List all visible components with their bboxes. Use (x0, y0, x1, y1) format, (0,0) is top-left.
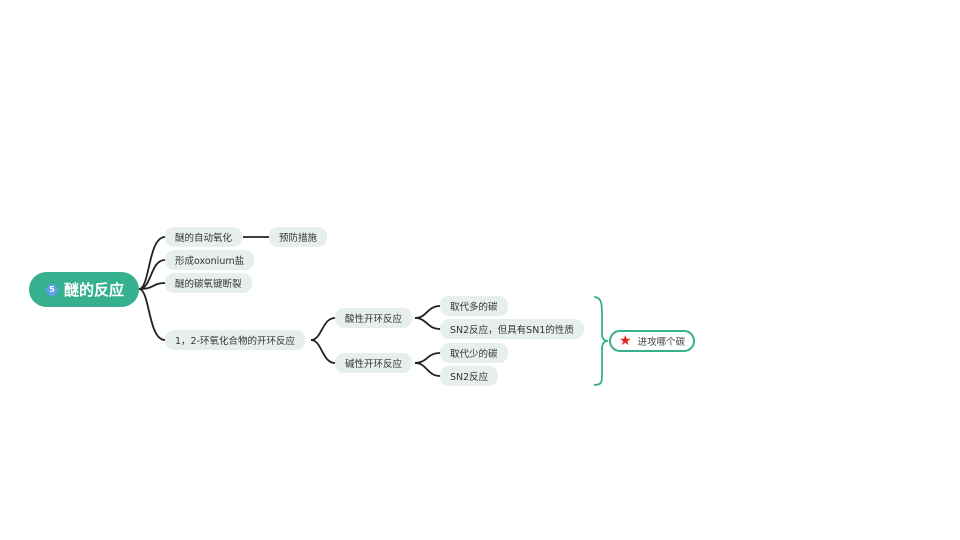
node-basic-label: 碱性开环反应 (345, 359, 403, 370)
node-autoxidation[interactable]: 醚的自动氧化 (165, 227, 243, 247)
edge-autoxidation (138, 236, 166, 290)
node-acid-sn2[interactable]: SN2反应，但具有SN1的性质 (440, 319, 584, 339)
summary-node[interactable]: ★ 进攻哪个碳 (609, 330, 695, 352)
node-prevention[interactable]: 预防措施 (269, 227, 328, 247)
node-oxonium-label: 形成oxonium盐 (175, 256, 245, 267)
node-oxonium[interactable]: 形成oxonium盐 (165, 250, 255, 270)
edge-acid-more (414, 305, 441, 319)
summary-bracket (593, 296, 609, 386)
edge-epoxide (138, 288, 166, 341)
node-acid-sn2-label: SN2反应，但具有SN1的性质 (450, 325, 574, 336)
node-cleavage[interactable]: 醚的碳氧键断裂 (165, 273, 252, 293)
edge-base-less (414, 352, 441, 364)
root-node[interactable]: 5 醚的反应 (29, 272, 139, 307)
node-acid-more[interactable]: 取代多的碳 (440, 296, 508, 316)
summary-label: 进攻哪个碳 (637, 337, 686, 348)
node-base-sn2-label: SN2反应 (450, 372, 489, 383)
node-autoxidation-label: 醚的自动氧化 (175, 233, 233, 244)
edge-acidic (310, 317, 336, 341)
edge-acid-sn2 (414, 317, 441, 330)
priority-badge-icon: 5 (46, 283, 58, 296)
star-icon: ★ (619, 333, 632, 349)
node-epoxide-label: 1，2-环氧化合物的开环反应 (175, 336, 296, 347)
node-base-sn2[interactable]: SN2反应 (440, 366, 499, 386)
edge-basic (310, 339, 336, 364)
node-cleavage-label: 醚的碳氧键断裂 (175, 279, 242, 290)
root-label: 醚的反应 (64, 281, 125, 299)
node-epoxide[interactable]: 1，2-环氧化合物的开环反应 (165, 330, 306, 350)
node-base-less[interactable]: 取代少的碳 (440, 343, 508, 363)
edge-cleavage (138, 282, 166, 290)
node-basic[interactable]: 碱性开环反应 (335, 353, 413, 373)
edge-base-sn2 (414, 362, 441, 377)
node-acidic[interactable]: 酸性开环反应 (335, 308, 413, 328)
node-prevention-label: 预防措施 (279, 233, 318, 244)
node-base-less-label: 取代少的碳 (450, 349, 498, 360)
node-acid-more-label: 取代多的碳 (450, 302, 498, 313)
node-acidic-label: 酸性开环反应 (345, 314, 403, 325)
